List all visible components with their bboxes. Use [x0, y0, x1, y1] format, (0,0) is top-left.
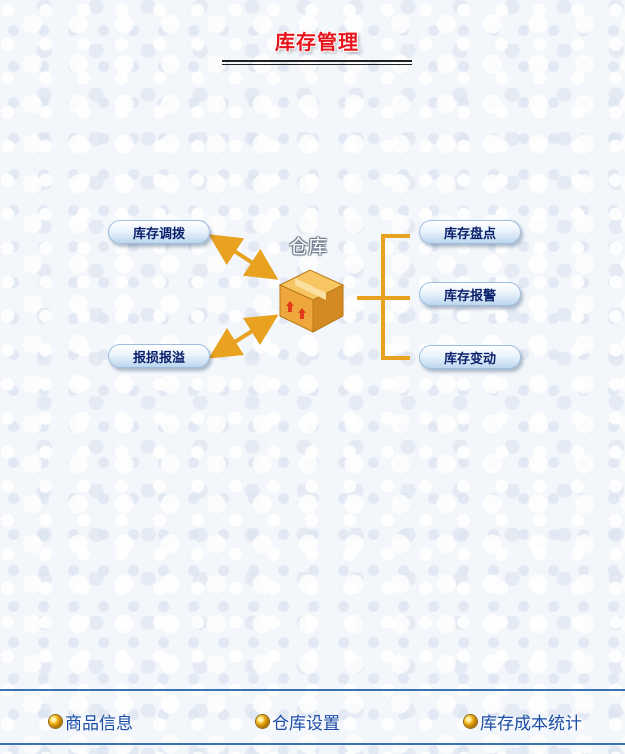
nav-inventory-cost-stats-label: 库存成本统计	[480, 714, 582, 734]
inventory-alert-button[interactable]: 库存报警	[419, 282, 521, 306]
nav-product-info[interactable]: 商品信息	[49, 709, 133, 734]
inventory-change-button[interactable]: 库存变动	[419, 345, 521, 369]
warehouse-box-icon	[278, 269, 345, 333]
inventory-check-button[interactable]: 库存盘点	[419, 220, 521, 244]
loss-gain-report-button[interactable]: 报损报溢	[108, 344, 210, 368]
nav-warehouse-settings-label: 仓库设置	[272, 714, 340, 734]
arrow-loss-gain	[208, 314, 279, 359]
orange-dot-icon	[49, 715, 62, 728]
nav-inventory-cost-stats[interactable]: 库存成本统计	[464, 709, 582, 734]
title-underline	[222, 60, 412, 65]
page-title-wrap: 库存管理	[222, 26, 412, 55]
orange-dot-icon	[256, 715, 269, 728]
nav-warehouse-settings[interactable]: 仓库设置	[256, 709, 340, 734]
arrow-transfer	[208, 234, 279, 280]
inventory-transfer-button[interactable]: 库存调拨	[108, 220, 210, 244]
nav-product-info-label: 商品信息	[65, 714, 133, 734]
warehouse-label: 仓库	[289, 236, 328, 258]
bracket-right	[357, 234, 410, 360]
page-title: 库存管理	[275, 30, 359, 54]
bottom-nav-bar	[0, 689, 625, 745]
orange-dot-icon	[464, 715, 477, 728]
